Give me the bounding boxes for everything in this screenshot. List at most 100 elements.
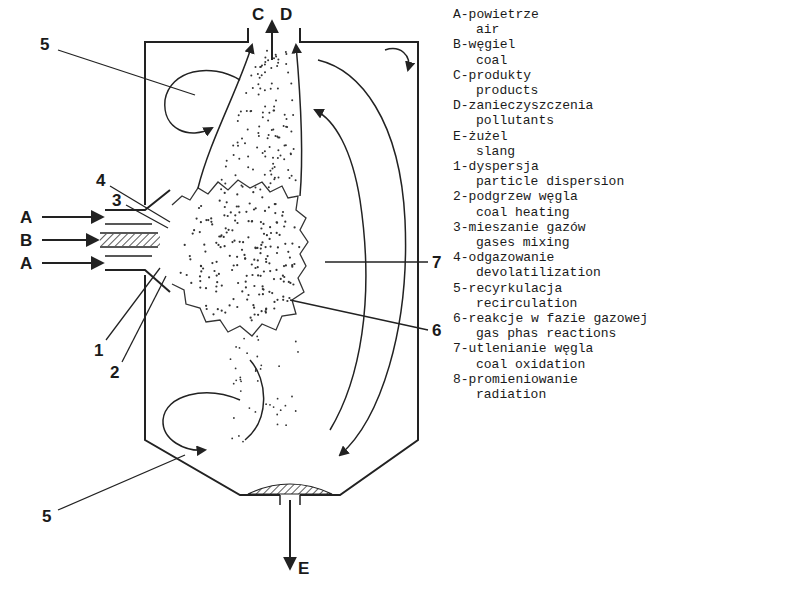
callout-number: 1: [94, 342, 103, 359]
coal-particle: [262, 293, 264, 295]
coal-particle: [241, 137, 243, 139]
coal-particle: [264, 61, 266, 63]
legend-polish: 2-podgrzew węgla: [453, 190, 578, 203]
coal-particle: [210, 221, 212, 223]
coal-particle: [265, 312, 267, 314]
coal-particle: [249, 407, 251, 409]
coal-particle: [283, 225, 285, 227]
coal-particle: [265, 261, 267, 263]
coal-particle: [261, 310, 263, 312]
coal-particle: [237, 142, 239, 144]
coal-particle: [196, 218, 198, 220]
coal-particle: [210, 217, 212, 219]
coal-particle: [273, 307, 275, 309]
coal-particle: [239, 377, 241, 379]
coal-particle: [255, 370, 257, 372]
coal-particle: [213, 270, 215, 272]
coal-particle: [199, 280, 201, 282]
coal-particle: [269, 170, 271, 172]
coal-particle: [274, 212, 276, 214]
coal-particle: [186, 274, 188, 276]
coal-particle: [200, 270, 202, 272]
coal-particle: [240, 380, 242, 382]
recirculation-flow: [315, 110, 366, 430]
air-arrow: [42, 262, 102, 264]
coal-particle: [288, 297, 290, 299]
coal-particle: [207, 219, 209, 221]
coal-particle: [285, 63, 287, 65]
outlet-letter: E: [298, 560, 309, 577]
coal-particle: [267, 120, 269, 122]
coal-particle: [259, 66, 261, 68]
outlet-letter: C: [252, 6, 264, 23]
coal-particle: [270, 67, 272, 69]
coal-particle: [236, 264, 238, 266]
leader-line: [325, 261, 428, 262]
coal-particle: [244, 142, 246, 144]
slag-pile: [248, 484, 332, 494]
coal-particle: [259, 87, 261, 89]
coal-particle: [184, 244, 186, 246]
coal-particle: [260, 368, 262, 370]
coal-particle: [272, 167, 274, 169]
coal-particle: [259, 188, 261, 190]
flame-zone: [172, 180, 308, 336]
coal-particle: [235, 174, 237, 176]
air-arrow: [42, 216, 102, 218]
coal-particle: [236, 205, 238, 207]
coal-particle: [219, 200, 221, 202]
coal-particle: [285, 424, 287, 426]
callout-number: 2: [110, 364, 119, 381]
coal-particle: [249, 202, 251, 204]
coal-particle: [238, 158, 240, 160]
coal-particle: [268, 134, 270, 136]
coal-particle: [254, 247, 256, 249]
coal-particle: [295, 341, 297, 343]
coal-particle: [192, 233, 194, 235]
coal-particle: [237, 120, 239, 122]
coal-stream: [100, 234, 160, 246]
leader-line: [110, 186, 170, 222]
coal-particle: [284, 243, 286, 245]
coal-particle: [245, 211, 247, 213]
coal-particle: [268, 186, 270, 188]
coal-particle: [229, 304, 231, 306]
coal-particle: [251, 263, 253, 265]
coal-particle: [250, 74, 252, 76]
legend-english: pollutants: [476, 114, 554, 127]
coal-particle: [270, 182, 272, 184]
coal-particle: [193, 229, 195, 231]
coal-particle: [255, 187, 257, 189]
coal-particle: [258, 93, 260, 95]
coal-particle: [273, 106, 275, 108]
coal-particle: [263, 270, 265, 272]
coal-particle: [269, 146, 271, 148]
coal-particle: [286, 126, 288, 128]
coal-particle: [224, 312, 226, 314]
coal-particle: [254, 313, 256, 315]
coal-particle: [294, 226, 296, 228]
coal-particle: [228, 229, 230, 231]
coal-particle: [235, 379, 237, 381]
coal-particle: [256, 356, 258, 358]
coal-particle: [229, 255, 231, 257]
legend-english: gas phas reactions: [476, 327, 616, 340]
chamber-wall: [145, 275, 280, 495]
coal-particle: [244, 258, 246, 260]
legend-polish: 7-utlenianie węgla: [453, 342, 593, 355]
coal-particle: [267, 59, 269, 61]
coal-particle: [253, 259, 255, 261]
coal-particle: [276, 136, 278, 138]
coal-particle: [263, 233, 265, 235]
legend-english: devolatilization: [476, 266, 601, 279]
coal-particle: [256, 147, 258, 149]
coal-particle: [269, 404, 271, 406]
legend-english: recirculation: [476, 297, 577, 310]
coal-particle: [218, 273, 220, 275]
coal-particle: [277, 424, 279, 426]
coal-particle: [279, 234, 281, 236]
legend-english: gases mixing: [476, 236, 570, 249]
coal-particle: [224, 192, 226, 194]
coal-particle: [203, 244, 205, 246]
coal-particle: [245, 281, 247, 283]
